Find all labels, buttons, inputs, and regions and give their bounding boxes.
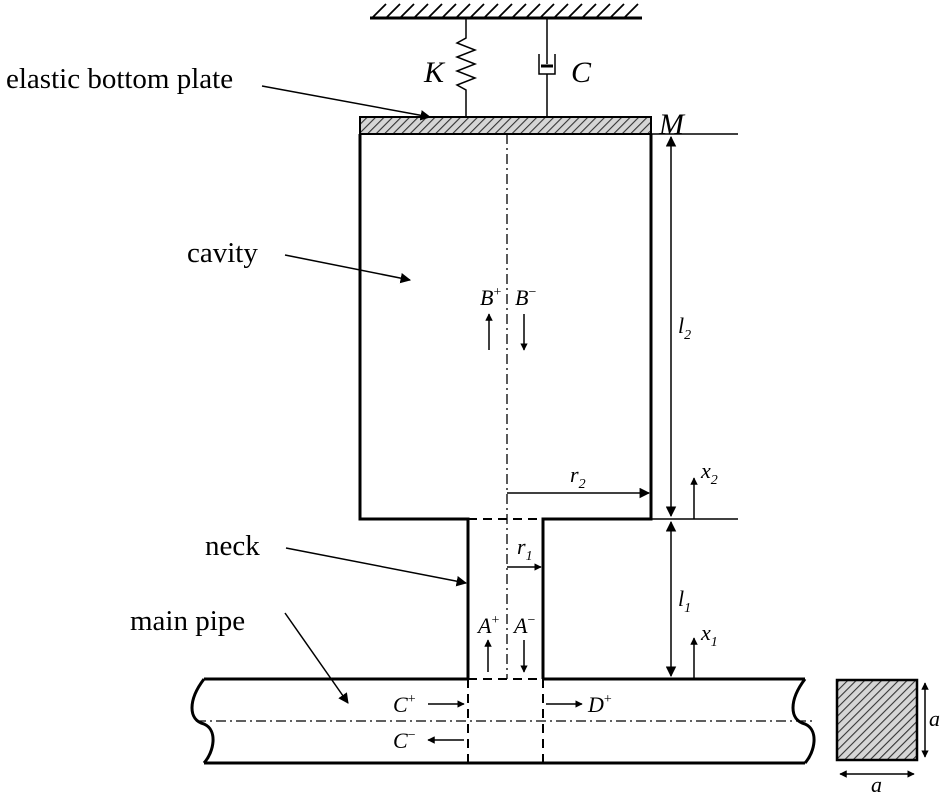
bottom-a-label: a (871, 772, 882, 795)
main-pipe-label: main pipe (130, 605, 245, 637)
ceiling-support (370, 3, 642, 20)
cross-section-square (835, 678, 919, 762)
side-a-label: a (929, 706, 940, 731)
wave-a-plus-label: A+ (476, 613, 499, 638)
neck-label: neck (205, 530, 260, 562)
wave-b-minus-label: B− (515, 285, 536, 310)
r2-label: r2 (570, 462, 586, 492)
damper (538, 18, 556, 117)
wave-b-plus-label: B+ (480, 285, 501, 310)
mass-label: M (658, 108, 686, 141)
elastic-plate (359, 116, 652, 135)
cavity-label: cavity (187, 237, 258, 269)
elastic-plate-label: elastic bottom plate (6, 63, 233, 95)
l1-label: l1 (678, 586, 691, 616)
x2-label: x2 (700, 458, 718, 488)
damper-label: C (571, 56, 592, 89)
main-pipe-pointer (284, 612, 349, 704)
x1-label: x1 (700, 620, 718, 650)
wave-c-plus-label: C+ (393, 692, 416, 717)
wave-c-minus-label: C− (393, 728, 416, 753)
neck-pointer (285, 547, 468, 587)
resonator-outline (358, 134, 470, 679)
elastic-plate-pointer (261, 85, 432, 121)
main-pipe (190, 677, 816, 765)
cavity-pointer (284, 254, 412, 284)
l2-label: l2 (678, 313, 691, 343)
wave-a-minus-label: A− (512, 613, 535, 638)
spring (454, 18, 478, 117)
spring-label: K (423, 56, 446, 89)
r1-label: r1 (517, 534, 533, 564)
wave-d-plus-label: D+ (587, 692, 612, 717)
